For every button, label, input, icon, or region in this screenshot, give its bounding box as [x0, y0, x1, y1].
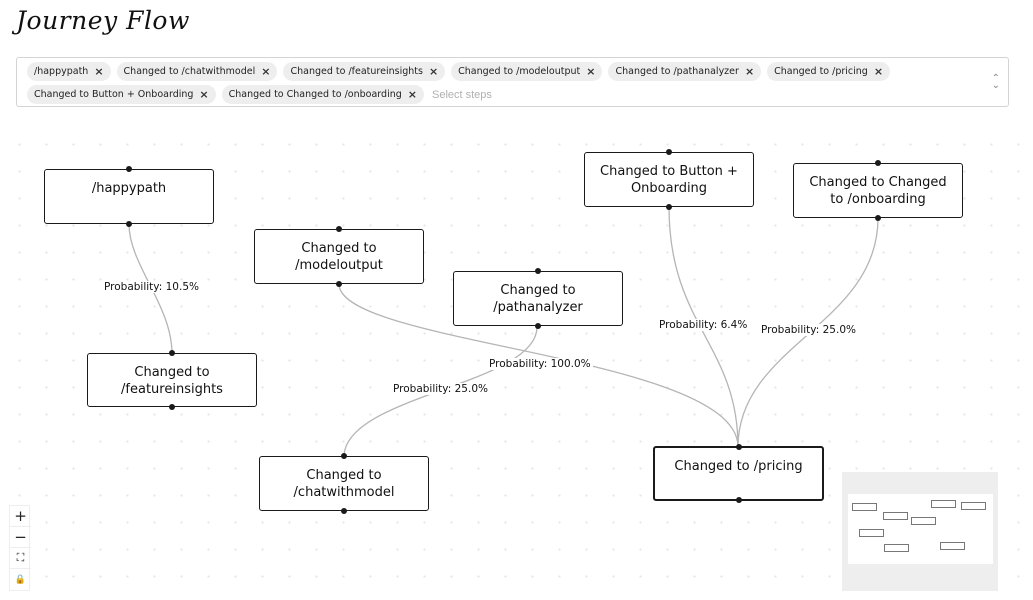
edge-buttononboarding-pricing — [668, 206, 739, 448]
node-label: Changed to Button + Onboarding — [600, 164, 738, 196]
step-tag: Changed to /chatwithmodel × — [116, 62, 278, 81]
flow-node-featureinsights[interactable]: Changed to /featureinsights — [87, 350, 257, 410]
lock-button[interactable]: 🔒 — [14, 574, 27, 585]
selected-steps: /happypath × Changed to /chatwithmodel × C… — [27, 62, 977, 108]
minimap-node — [883, 512, 908, 520]
minimap-node — [940, 542, 965, 550]
minimap-node — [884, 544, 909, 552]
step-tag: Changed to /modeloutput × — [451, 62, 603, 81]
node-label: Changed to Changed to /onboarding — [809, 175, 947, 207]
edge-probability-label: Probability: 100.0% — [487, 358, 593, 370]
step-search-input[interactable]: Select steps — [431, 88, 492, 101]
remove-tag-icon[interactable]: × — [873, 65, 884, 78]
node-bottom-handle[interactable] — [341, 508, 347, 514]
node-top-handle[interactable] — [666, 149, 672, 155]
zoom-in-button[interactable]: + — [10, 506, 31, 527]
edge-probability-label: Probability: 25.0% — [391, 383, 490, 395]
minimap-node — [931, 500, 956, 508]
node-bottom-handle[interactable] — [535, 323, 541, 329]
step-tag-label: Changed to /pricing — [774, 66, 868, 77]
flow-node-changed-onboarding[interactable]: Changed to Changed to /onboarding — [793, 160, 963, 221]
step-multiselect[interactable]: /happypath × Changed to /chatwithmodel × C… — [16, 57, 1009, 107]
minimap-node — [852, 503, 877, 511]
node-top-handle[interactable] — [169, 350, 175, 356]
node-top-handle[interactable] — [875, 160, 881, 166]
node-label: Changed to /pathanalyzer — [493, 283, 583, 315]
node-top-handle[interactable] — [126, 166, 132, 172]
node-top-handle[interactable] — [336, 226, 342, 232]
step-tag-label: Changed to /chatwithmodel — [123, 66, 256, 77]
node-bottom-handle[interactable] — [336, 281, 342, 287]
step-tag: Changed to /pricing × — [767, 62, 891, 81]
node-label: Changed to /chatwithmodel — [293, 468, 395, 500]
step-tag: Changed to Changed to /onboarding × — [221, 85, 424, 104]
node-bottom-handle[interactable] — [169, 404, 175, 410]
node-label: Changed to /modeloutput — [295, 241, 383, 273]
flow-node-happypath[interactable]: /happypath — [44, 166, 214, 227]
flow-node-chatwithmodel[interactable]: Changed to /chatwithmodel — [259, 453, 429, 514]
step-tag-label: /happypath — [34, 66, 89, 77]
chevron-up-down-icon[interactable]: ⌃⌄ — [991, 73, 1000, 91]
step-tag: Changed to /pathanalyzer × — [608, 62, 762, 81]
node-label: Changed to /pricing — [674, 459, 803, 474]
flow-node-pathanalyzer[interactable]: Changed to /pathanalyzer — [453, 268, 623, 329]
node-bottom-handle[interactable] — [875, 215, 881, 221]
step-tag: /happypath × — [27, 62, 111, 81]
page-title: Journey Flow — [16, 6, 190, 35]
step-tag-label: Changed to Changed to /onboarding — [228, 89, 402, 100]
canvas-controls: + − ⛶ 🔒 — [9, 505, 31, 591]
zoom-out-button[interactable]: − — [10, 527, 31, 548]
remove-tag-icon[interactable]: × — [261, 65, 271, 78]
node-label: Changed to /featureinsights — [121, 365, 223, 397]
step-tag-label: Changed to /modeloutput — [458, 66, 581, 77]
remove-tag-icon[interactable]: × — [94, 65, 104, 78]
remove-tag-icon[interactable]: × — [407, 88, 417, 101]
node-top-handle[interactable] — [535, 268, 541, 274]
remove-tag-icon[interactable]: × — [744, 65, 755, 78]
remove-tag-icon[interactable]: × — [586, 65, 596, 78]
remove-tag-icon[interactable]: × — [428, 65, 439, 78]
minimap-node — [911, 517, 936, 525]
flow-node-pricing[interactable]: Changed to /pricing — [653, 444, 824, 503]
minimap-node — [961, 502, 986, 510]
node-top-handle[interactable] — [341, 453, 347, 459]
node-top-handle[interactable] — [735, 444, 742, 450]
fit-view-button[interactable]: ⛶ — [10, 548, 31, 569]
node-bottom-handle[interactable] — [126, 221, 132, 227]
step-tag: Changed to Button + Onboarding × — [27, 85, 216, 104]
node-bottom-handle[interactable] — [735, 497, 742, 503]
flow-canvas[interactable]: /happypath Changed to /featureinsights C… — [0, 125, 1033, 600]
edge-probability-label: Probability: 10.5% — [102, 281, 201, 293]
step-tag-label: Changed to /featureinsights — [290, 66, 423, 77]
remove-tag-icon[interactable]: × — [199, 88, 209, 101]
minimap-node — [859, 529, 884, 537]
flow-node-button-onboarding[interactable]: Changed to Button + Onboarding — [584, 149, 754, 210]
edge-modeloutput-pricing — [338, 283, 739, 448]
minimap[interactable] — [842, 472, 998, 591]
step-tag-label: Changed to /pathanalyzer — [615, 66, 739, 77]
edge-probability-label: Probability: 25.0% — [759, 324, 858, 336]
node-label: /happypath — [91, 181, 167, 196]
step-tag-label: Changed to Button + Onboarding — [34, 89, 194, 100]
edge-probability-label: Probability: 6.4% — [657, 319, 750, 331]
flow-node-modeloutput[interactable]: Changed to /modeloutput — [254, 226, 424, 287]
node-bottom-handle[interactable] — [666, 204, 672, 210]
step-tag: Changed to /featureinsights × — [283, 62, 446, 81]
